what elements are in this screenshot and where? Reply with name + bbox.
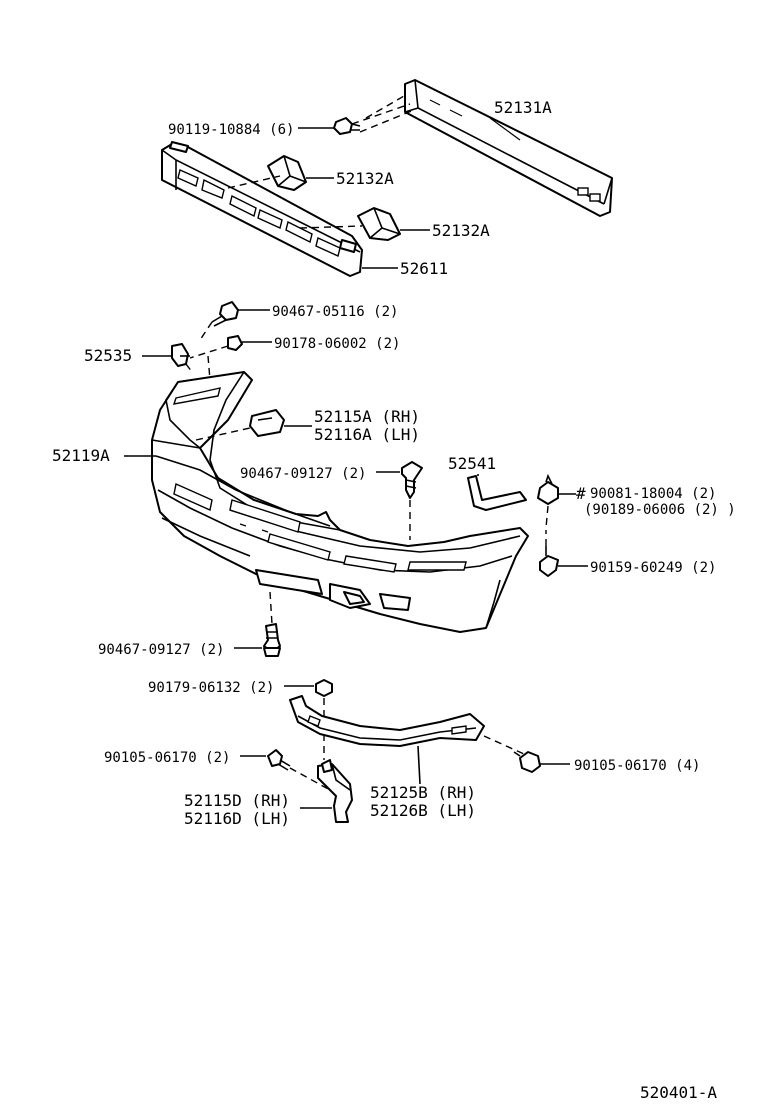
label-52541: 52541 <box>448 454 496 473</box>
nut-90179-icon <box>315 679 333 697</box>
label-52119a: 52119A <box>52 446 110 465</box>
retainer-52535-icon <box>171 343 190 367</box>
label-52116a: 52116A (LH) <box>314 425 420 444</box>
label-52125b: 52125B (RH) <box>370 783 476 802</box>
label-90179: 90179-06132 (2) <box>148 680 274 696</box>
label-52115d: 52115D (RH) <box>184 791 290 810</box>
label-52126b: 52126B (LH) <box>370 801 476 820</box>
label-90159: 90159-60249 (2) <box>590 560 716 576</box>
block-52132a-top <box>267 155 307 191</box>
label-90189: (90189-06006 (2) ) <box>584 502 736 518</box>
bracket-52541-icon <box>467 475 527 511</box>
nut-90178-icon <box>227 335 243 351</box>
support-52125b <box>289 695 485 747</box>
diagram-code: 520401-A <box>640 1083 717 1102</box>
bracket-52115a-icon <box>249 409 285 437</box>
clip-90467-09127-mid-icon <box>401 461 423 499</box>
screw-90159-icon <box>539 546 559 577</box>
label-90119: 90119-10884 (6) <box>168 122 294 138</box>
reinforcement-52131a <box>404 79 613 217</box>
label-90081: 90081-18004 (2) <box>590 486 716 502</box>
bolt-90119-icon <box>333 117 361 135</box>
block-52132a-bottom <box>357 207 401 241</box>
label-90178: 90178-06002 (2) <box>274 336 400 352</box>
label-52611: 52611 <box>400 259 448 278</box>
hash-mark: # <box>576 484 586 503</box>
label-90467-05116: 90467-05116 (2) <box>272 304 398 320</box>
label-52132a-top: 52132A <box>336 169 394 188</box>
clip-90467-09127-low-icon <box>263 623 281 657</box>
label-90105-left: 90105-06170 (2) <box>104 750 230 766</box>
label-52115a: 52115A (RH) <box>314 407 420 426</box>
label-52116d: 52116D (LH) <box>184 809 290 828</box>
nut-90081-icon <box>537 473 559 505</box>
bracket-52115d <box>317 759 353 823</box>
label-52535: 52535 <box>84 346 132 365</box>
clip-90467-05116-icon <box>211 301 239 327</box>
absorber-52611 <box>161 141 363 277</box>
label-52132a-bottom: 52132A <box>432 221 490 240</box>
label-90467-09127-mid: 90467-09127 (2) <box>240 466 366 482</box>
bolt-90105-right-icon <box>513 751 541 773</box>
bolt-90105-left-icon <box>267 749 291 771</box>
label-90105-right: 90105-06170 (4) <box>574 758 700 774</box>
bumper-cover-52119a <box>151 371 529 633</box>
label-52131a: 52131A <box>494 98 552 117</box>
label-90467-09127-low: 90467-09127 (2) <box>98 642 224 658</box>
